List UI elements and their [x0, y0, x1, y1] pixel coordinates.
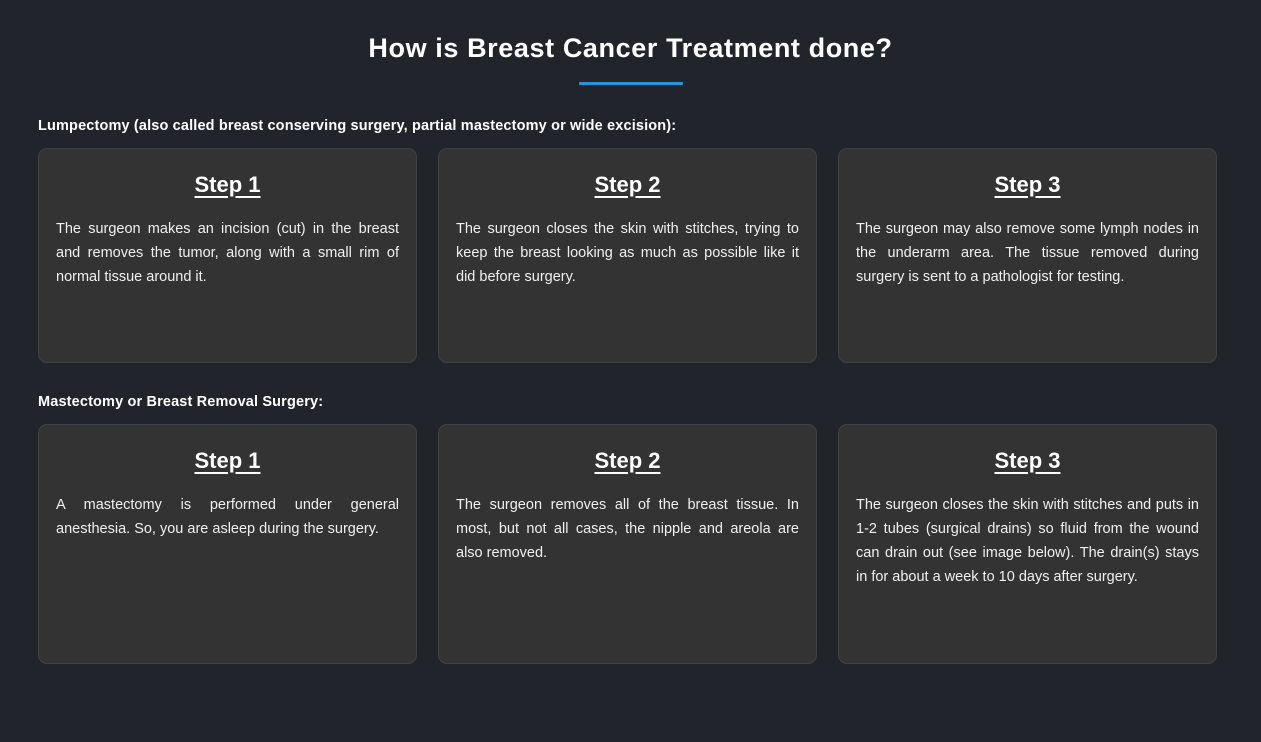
step-card-body: The surgeon removes all of the breast ti…	[456, 497, 799, 562]
step-card-title: Step 1	[194, 447, 261, 473]
step-card: Step 1 A mastectomy is performed under g…	[38, 423, 417, 664]
step-card-body: The surgeon closes the skin with stitche…	[456, 221, 799, 286]
step-card-title: Step 3	[994, 447, 1061, 473]
step-card-title: Step 2	[594, 447, 661, 473]
section-lumpectomy: Lumpectomy (also called breast conservin…	[38, 118, 1217, 363]
step-card-body: The surgeon closes the skin with stitche…	[856, 497, 1199, 586]
title-underline-rule	[578, 81, 683, 85]
page-header: How is Breast Cancer Treatment done?	[0, 0, 1261, 85]
step-card: Step 1 The surgeon makes an incision (cu…	[38, 147, 417, 363]
step-card: Step 3 The surgeon closes the skin with …	[838, 423, 1217, 664]
step-card-body: The surgeon may also remove some lymph n…	[856, 221, 1199, 286]
step-card-title: Step 2	[594, 171, 661, 197]
section-mastectomy: Mastectomy or Breast Removal Surgery: St…	[38, 394, 1217, 664]
step-card: Step 2 The surgeon closes the skin with …	[438, 147, 817, 363]
step-card: Step 2 The surgeon removes all of the br…	[438, 423, 817, 664]
content-area: Lumpectomy (also called breast conservin…	[0, 118, 1261, 664]
section-heading-lumpectomy: Lumpectomy (also called breast conservin…	[38, 117, 677, 134]
step-card-row-lumpectomy: Step 1 The surgeon makes an incision (cu…	[38, 147, 1217, 363]
step-card-body: The surgeon makes an incision (cut) in t…	[56, 221, 399, 286]
step-card-body: A mastectomy is performed under general …	[56, 497, 399, 538]
section-heading-mastectomy: Mastectomy or Breast Removal Surgery:	[38, 393, 324, 410]
step-card-title: Step 3	[994, 171, 1061, 197]
page-title: How is Breast Cancer Treatment done?	[368, 33, 893, 63]
step-card: Step 3 The surgeon may also remove some …	[838, 147, 1217, 363]
step-card-title: Step 1	[194, 171, 261, 197]
step-card-row-mastectomy: Step 1 A mastectomy is performed under g…	[38, 423, 1217, 664]
